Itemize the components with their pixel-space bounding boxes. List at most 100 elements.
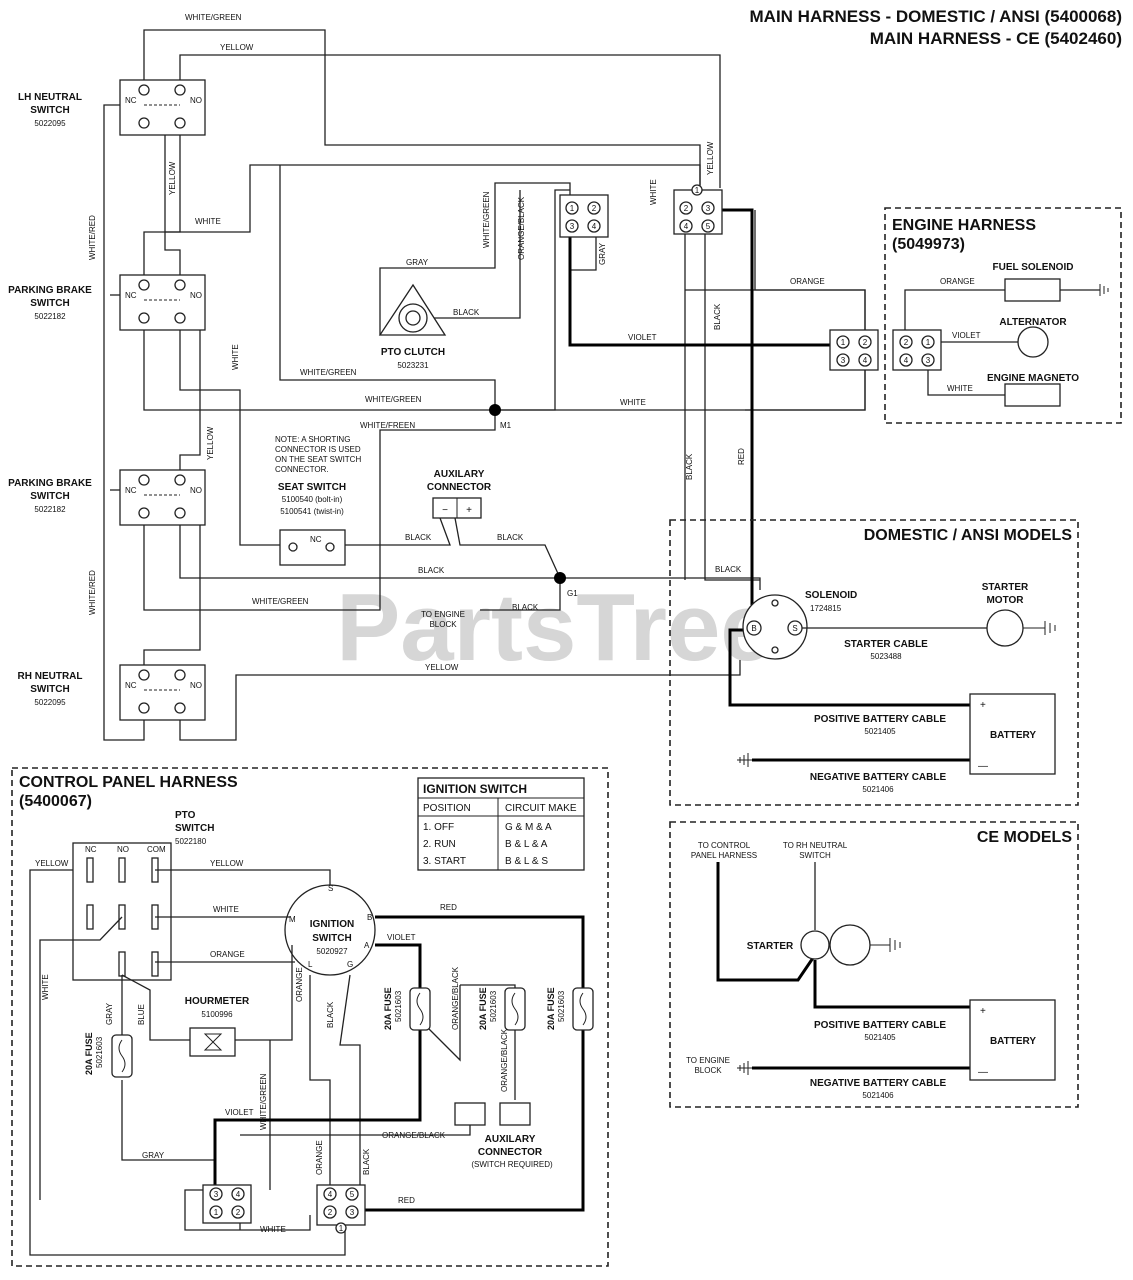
- lh-neutral-label-2: SWITCH: [30, 105, 69, 116]
- parking-brake-1-part: 5022182: [34, 312, 66, 321]
- svg-text:YELLOW: YELLOW: [168, 161, 177, 195]
- svg-text:BLACK: BLACK: [405, 533, 432, 542]
- starter-cable-part: 5023488: [870, 652, 902, 661]
- ignition-row-1-circuit: G & M & A: [505, 822, 552, 833]
- svg-text:BLUE: BLUE: [137, 1004, 146, 1025]
- parking-brake-switch-2: NC NO: [119, 469, 206, 526]
- svg-text:1: 1: [695, 186, 700, 195]
- svg-text:4: 4: [904, 356, 909, 365]
- ce-to-rh-2: SWITCH: [799, 851, 831, 860]
- svg-text:WHITE/GREEN: WHITE/GREEN: [365, 395, 422, 404]
- svg-text:—: —: [978, 761, 988, 772]
- ce-battery-label: BATTERY: [990, 1036, 1036, 1047]
- svg-text:A: A: [364, 941, 370, 950]
- ignition-table: IGNITION SWITCH POSITION CIRCUIT MAKE 1.…: [417, 777, 585, 871]
- svg-text:NO: NO: [190, 291, 202, 300]
- svg-text:B: B: [367, 913, 372, 922]
- neg-cable-label: NEGATIVE BATTERY CABLE: [810, 772, 947, 783]
- pos-cable-part: 5021405: [864, 727, 896, 736]
- svg-text:BLACK: BLACK: [418, 566, 445, 575]
- aux-connector: − +: [432, 497, 482, 519]
- fuse-right-part: 5021603: [557, 990, 566, 1022]
- svg-text:5: 5: [350, 1190, 355, 1199]
- cp-connector-left: 3 4 1 2: [202, 1184, 252, 1224]
- pto-switch-label-2: SWITCH: [175, 823, 214, 834]
- lh-neutral-part: 5022095: [34, 119, 66, 128]
- svg-text:WHITE/RED: WHITE/RED: [88, 215, 97, 260]
- svg-text:COM: COM: [147, 845, 166, 854]
- engine-harness-title-2: (5049973): [892, 236, 965, 253]
- neg-ground-symbol: [737, 753, 752, 767]
- ce-to-control-1: TO CONTROL: [698, 841, 751, 850]
- svg-text:3: 3: [706, 204, 711, 213]
- ignition-row-2-position: 2. RUN: [423, 839, 456, 850]
- svg-text:NC: NC: [125, 291, 137, 300]
- pos-cable-label: POSITIVE BATTERY CABLE: [814, 714, 946, 725]
- ignition-table-title: IGNITION SWITCH: [423, 782, 527, 796]
- control-panel-wires: [29, 869, 516, 1256]
- control-panel-box: [11, 767, 609, 1267]
- svg-text:ORANGE/BLACK: ORANGE/BLACK: [517, 196, 526, 260]
- m1-label: M1: [500, 421, 512, 430]
- svg-text:S: S: [792, 624, 797, 633]
- svg-text:2: 2: [592, 204, 597, 213]
- engine-harness-box: [884, 207, 1122, 424]
- ignition-row-2-circuit: B & L & A: [505, 839, 548, 850]
- fuse-left-part: 5021603: [95, 1036, 104, 1068]
- ce-pos-cable-part: 5021405: [864, 1033, 896, 1042]
- ignition-header-position: POSITION: [423, 803, 471, 814]
- neg-cable-part: 5021406: [862, 785, 894, 794]
- control-panel-heavy: [213, 915, 585, 1212]
- svg-text:NC: NC: [125, 96, 137, 105]
- ce-title: CE MODELS: [977, 829, 1072, 846]
- pto-clutch-label: PTO CLUTCH: [381, 347, 445, 358]
- svg-text:YELLOW: YELLOW: [425, 663, 459, 672]
- svg-text:L: L: [308, 960, 313, 969]
- svg-text:WHITE: WHITE: [947, 384, 973, 393]
- ce-pos-cable-label: POSITIVE BATTERY CABLE: [814, 1020, 946, 1031]
- control-panel-title-2: (5400067): [19, 793, 92, 810]
- ce-battery: + —: [969, 999, 1056, 1081]
- starter-motor-label-2: MOTOR: [986, 595, 1024, 606]
- svg-text:4: 4: [328, 1190, 333, 1199]
- ignition-header-circuit: CIRCUIT MAKE: [505, 803, 577, 814]
- fuse-left-label: 20A FUSE: [84, 1032, 94, 1075]
- svg-text:WHITE/GREEN: WHITE/GREEN: [252, 597, 309, 606]
- hourmeter-part: 5100996: [201, 1010, 233, 1019]
- svg-text:BLACK: BLACK: [512, 603, 539, 612]
- svg-text:GRAY: GRAY: [406, 258, 429, 267]
- seat-switch-part-1: 5100540 (bolt-in): [282, 495, 343, 504]
- svg-text:2: 2: [863, 338, 868, 347]
- svg-text:GRAY: GRAY: [142, 1151, 165, 1160]
- svg-text:RED: RED: [398, 1196, 415, 1205]
- solenoid-label: SOLENOID: [805, 590, 857, 601]
- connector-pto: 1 2 3 4: [559, 194, 609, 238]
- parking-brake-2-label-1: PARKING BRAKE: [8, 478, 92, 489]
- svg-text:BLACK: BLACK: [497, 533, 524, 542]
- svg-text:WHITE: WHITE: [195, 217, 221, 226]
- domestic-models-box: [669, 519, 1079, 806]
- svg-text:3: 3: [841, 356, 846, 365]
- svg-text:NC: NC: [310, 535, 322, 544]
- cp-aux-label-3: (SWITCH REQUIRED): [471, 1160, 553, 1169]
- svg-text:—: —: [978, 1067, 988, 1078]
- starter-cable-label: STARTER CABLE: [844, 639, 928, 650]
- fuse-right-label: 20A FUSE: [546, 987, 556, 1030]
- svg-text:WHITE: WHITE: [620, 398, 646, 407]
- note-line-4: CONNECTOR.: [275, 465, 329, 474]
- rh-neutral-label-2: SWITCH: [30, 684, 69, 695]
- ce-wiring: [716, 862, 970, 1075]
- aux-connector-label-1: AUXILARY: [434, 469, 485, 480]
- svg-text:WHITE: WHITE: [649, 179, 658, 205]
- cp-connector-right: 4 5 2 3 1: [316, 1184, 366, 1234]
- svg-text:BLACK: BLACK: [326, 1001, 335, 1028]
- engine-harness-parts: 2 1 4 3 ORANGE VIOLET WHITE: [892, 277, 1109, 407]
- svg-text:NC: NC: [125, 681, 137, 690]
- main-heavy-wires: [568, 208, 970, 762]
- svg-text:GRAY: GRAY: [105, 1002, 114, 1025]
- svg-text:M: M: [289, 915, 296, 924]
- cp-yellow-label-1: YELLOW: [35, 859, 69, 868]
- connector-5pin-main: 2 3 4 5 1: [673, 184, 723, 235]
- svg-text:3: 3: [570, 222, 575, 231]
- ignition-row-1-position: 1. OFF: [423, 822, 454, 833]
